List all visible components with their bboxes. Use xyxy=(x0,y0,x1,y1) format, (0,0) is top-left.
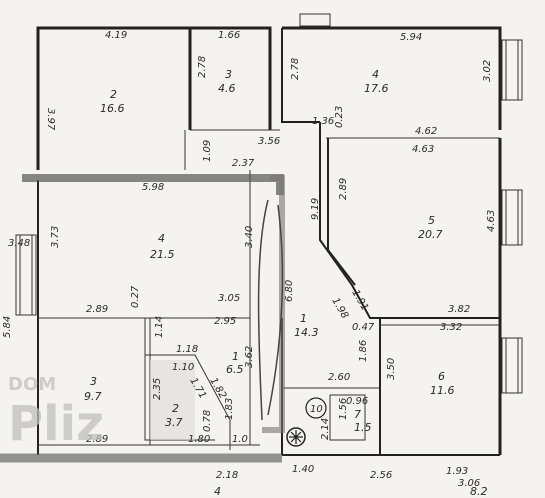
room-area: 6.5 xyxy=(226,363,244,376)
dimension-label: 2.89 xyxy=(86,304,108,315)
dimension-label: 3.32 xyxy=(440,322,462,333)
dimension-label: 1.93 xyxy=(446,466,468,477)
room-number: 1 xyxy=(300,312,307,325)
dimension-label: 3.50 xyxy=(386,358,397,380)
dimension-label: 1.56 xyxy=(338,398,349,420)
dimension-label: 2.78 xyxy=(290,58,301,80)
dimension-label: 3.05 xyxy=(218,293,240,304)
dimension-label: 3.06 xyxy=(458,478,480,489)
dimension-label: 0.47 xyxy=(352,322,375,333)
dimension-label: 3.73 xyxy=(50,226,61,248)
dimension-label: 2.60 xyxy=(328,372,350,383)
dimension-label: 0.27 xyxy=(130,285,141,308)
dimension-label: 2.37 xyxy=(232,158,255,169)
room-area: 9.7 xyxy=(84,390,102,403)
dimension-label: 4.19 xyxy=(105,30,127,41)
room-area: 16.6 xyxy=(100,102,125,115)
dimension-label: 1.36 xyxy=(312,116,334,127)
room-number: 4 xyxy=(214,485,221,498)
watermark-line1: DOM xyxy=(8,374,56,395)
dimension-label: 2.89 xyxy=(338,178,349,200)
marker-circle xyxy=(305,397,327,419)
dimension-label: 3.62 xyxy=(244,346,255,368)
stack-symbol xyxy=(286,427,306,447)
windows xyxy=(15,13,523,394)
dimension-label: 1.66 xyxy=(218,30,240,41)
dimension-label: 1.40 xyxy=(292,464,314,475)
room-area: 11.6 xyxy=(430,384,455,397)
room-number: 2 xyxy=(110,88,117,101)
room-number: 2 xyxy=(172,402,179,415)
room-labels: 2 16.6 3 4.6 4 17.6 4 21.5 5 20.7 1 14.3… xyxy=(84,68,488,498)
room-area: 21.5 xyxy=(150,248,175,261)
dimension-label: 2.18 xyxy=(216,470,238,481)
dimension-label: 1.18 xyxy=(176,344,198,355)
room-number: 4 xyxy=(372,68,379,81)
dimension-label: 3.82 xyxy=(448,304,470,315)
bathroom-hatch xyxy=(150,360,195,440)
dimension-label: 2.95 xyxy=(214,316,236,327)
room-area: 14.3 xyxy=(294,326,319,339)
room-area: 4.6 xyxy=(218,82,236,95)
dimension-label: 9.19 xyxy=(310,198,321,220)
dimension-label: 2.35 xyxy=(152,378,163,400)
dimension-label: 1.14 xyxy=(154,316,165,338)
room-number: 5 xyxy=(428,214,435,227)
dimension-label: 5.84 xyxy=(2,316,13,338)
dimension-label: 2.56 xyxy=(370,470,392,481)
marker-label: 10 xyxy=(310,404,323,415)
watermark: DOM Pliz xyxy=(8,374,104,452)
dimension-label: 0.96 xyxy=(346,396,368,407)
highlighted-walls xyxy=(0,174,285,463)
dimension-label: 3.02 xyxy=(482,60,493,82)
dimension-label: 2.78 xyxy=(197,56,208,78)
watermark-line2: Pliz xyxy=(8,396,104,452)
room-number: 3 xyxy=(225,68,232,81)
room-number: 7 xyxy=(354,408,361,421)
room-area: 3.7 xyxy=(165,416,183,429)
room-area: 20.7 xyxy=(418,228,443,241)
dimension-label: 0.23 xyxy=(334,106,345,128)
dimension-label: 1.86 xyxy=(358,340,369,362)
dimension-label: 4.62 xyxy=(415,126,437,137)
dimension-label: 1.0 xyxy=(232,434,248,445)
dimension-label: 4.63 xyxy=(486,210,497,232)
dimension-label: 2.89 xyxy=(86,434,108,445)
room-number: 3 xyxy=(90,375,97,388)
room-area: 17.6 xyxy=(364,82,389,95)
room-number: 1 xyxy=(232,350,239,363)
room-area: 8.2 xyxy=(470,485,488,498)
dimension-label: 3.56 xyxy=(258,136,280,147)
dimension-label: 6.80 xyxy=(284,280,295,302)
dimension-label: 4.63 xyxy=(412,144,434,155)
dimension-label: 1.80 xyxy=(188,434,210,445)
dimension-label: 3.40 xyxy=(244,226,255,248)
room-area: 1.5 xyxy=(354,421,372,434)
dimension-label: 3.48 xyxy=(8,238,30,249)
dimension-label: 1.10 xyxy=(172,362,194,373)
dimension-label: 1.83 xyxy=(224,398,235,420)
room-number: 6 xyxy=(438,370,445,383)
dimension-label: 2.14 xyxy=(320,418,331,440)
room-number: 4 xyxy=(158,232,165,245)
dimension-label: 0.78 xyxy=(202,410,213,432)
dimension-label: 1.09 xyxy=(202,140,213,162)
dimension-label: 5.94 xyxy=(400,32,422,43)
dimension-label: 5.98 xyxy=(142,182,164,193)
dimension-label: 3.97 xyxy=(45,108,56,131)
